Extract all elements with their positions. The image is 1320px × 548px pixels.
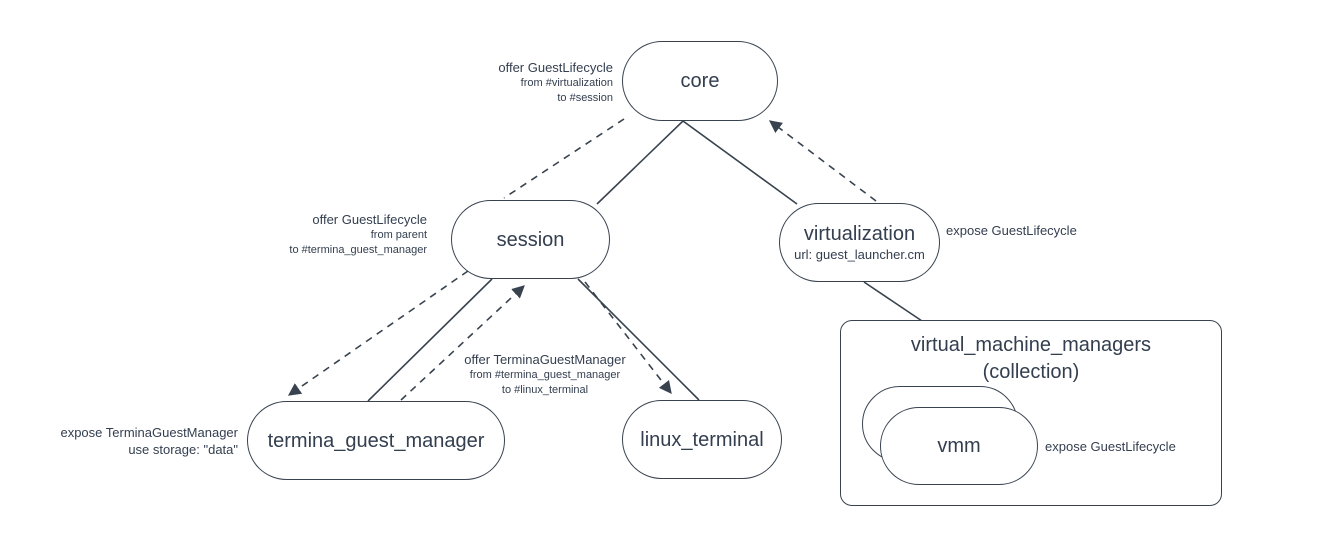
annotation-line: to #termina_guest_manager [289,244,427,256]
collection-title-line1: virtual_machine_managers [910,334,1152,356]
annotation-line: from #termina_guest_manager [469,369,621,381]
annotation-line: to #session [557,92,613,104]
node-linux-terminal-label: linux_terminal [640,428,764,451]
node-core: core [622,41,778,121]
annotation-line: offer GuestLifecycle [498,60,613,75]
annotation-offer-guestlifecycle-core: offer GuestLifecycle from #virtualizatio… [393,59,613,106]
edge-session-linux-solid [577,278,700,401]
collection-title-line2: (collection) [982,361,1080,383]
annotation-line: offer TerminaGuestManager [464,352,626,367]
node-termina-guest-manager: termina_guest_manager [247,401,505,480]
node-virtualization-label: virtualization [803,223,916,245]
annotation-line: expose TerminaGuestManager [60,425,238,440]
node-virtualization: virtualization url: guest_launcher.cm [779,203,940,282]
annotation-offer-terminaguestmanager: offer TerminaGuestManager from #termina_… [425,351,665,398]
annotation-line: offer GuestLifecycle [312,212,427,227]
node-session-label: session [496,228,565,251]
edge-session-termina-solid [367,278,493,402]
edge-termina-session-dashed [400,285,525,401]
annotation-line: use storage: "data" [128,442,238,457]
edge-virtualization-collection-solid [863,281,923,322]
node-linux-terminal: linux_terminal [622,400,782,479]
annotation-expose-guestlifecycle-vmm: expose GuestLifecycle [1045,439,1176,454]
node-vmm-label: vmm [937,435,981,457]
edge-core-session-solid [596,120,684,205]
edge-virtualization-core-dashed [768,120,877,202]
node-vmm: vmm [880,407,1038,485]
annotation-offer-guestlifecycle-session: offer GuestLifecycle from parent to #ter… [187,211,427,258]
node-termina-guest-manager-label: termina_guest_manager [267,429,485,452]
node-session: session [451,200,610,279]
annotation-expose-terminaguestmanager: expose TerminaGuestManager use storage: … [8,424,238,458]
edge-core-virtualization-solid [682,120,798,205]
edge-core-session-dashed [503,118,625,199]
annotation-line: to #linux_terminal [501,384,589,396]
annotation-expose-guestlifecycle-virtualization: expose GuestLifecycle [946,223,1077,238]
node-core-label: core [680,70,720,92]
node-virtualization-url: url: guest_launcher.cm [794,247,925,262]
edge-session-termina-dashed [287,270,469,396]
annotation-line: from parent [370,229,427,241]
collection-title: virtual_machine_managers (collection) [841,332,1221,386]
edge-session-linux-dashed [584,281,672,395]
annotation-line: from #virtualization [520,77,613,89]
